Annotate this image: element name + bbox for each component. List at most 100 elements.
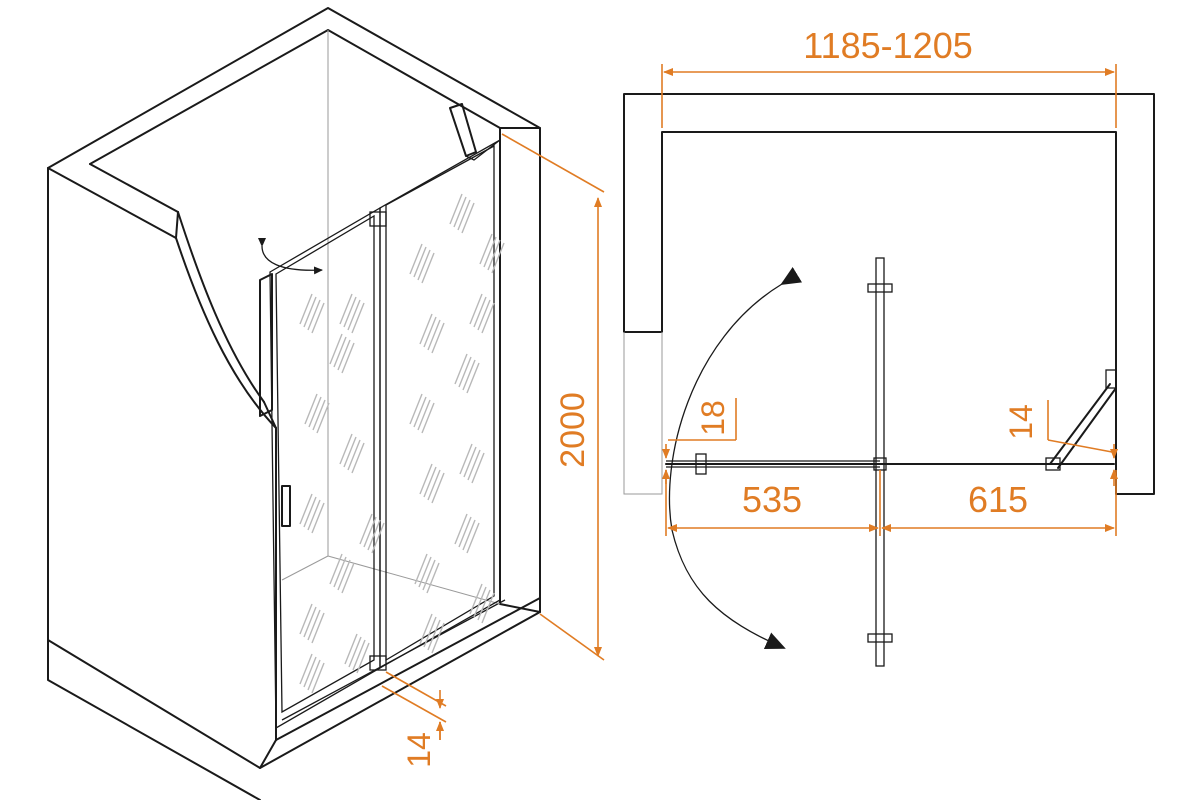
glass-streak xyxy=(477,299,491,331)
glass-streak xyxy=(462,359,476,391)
glass-streak xyxy=(367,519,381,551)
glass-streak xyxy=(303,296,317,328)
glass-streak xyxy=(352,639,366,671)
glass-streak xyxy=(341,342,355,374)
glass-streak xyxy=(311,612,325,644)
glass-streak xyxy=(491,242,505,274)
door-handle xyxy=(281,485,291,527)
glass-streak xyxy=(419,613,433,645)
glass-streak xyxy=(343,296,357,328)
glass-streak xyxy=(337,559,351,591)
glass-streak xyxy=(419,463,433,495)
glass-streak xyxy=(337,339,351,371)
glass-streak xyxy=(343,436,357,468)
glass-streak xyxy=(347,299,361,331)
glass-streak xyxy=(423,316,437,348)
door-glass-panel xyxy=(269,206,381,730)
glass-streak xyxy=(304,393,318,425)
glass-streak xyxy=(453,196,467,228)
plan-handle xyxy=(695,453,707,475)
glass-streak xyxy=(299,603,313,635)
glass-streak xyxy=(417,399,431,431)
glass-streak xyxy=(351,302,365,334)
glass-streak xyxy=(303,656,317,688)
glass-streak xyxy=(462,519,476,551)
glass-streak xyxy=(311,302,325,334)
glass-streak xyxy=(463,446,477,478)
top-hinge xyxy=(369,211,387,227)
glass-streak xyxy=(427,319,441,351)
wall-block-outline xyxy=(47,7,541,769)
glass-streak xyxy=(307,299,321,331)
glass-streak xyxy=(303,606,317,638)
glass-streak xyxy=(454,353,468,385)
glass-streak xyxy=(303,496,317,528)
bottom-dimensions: 535 615 xyxy=(665,470,1117,536)
glass-streak xyxy=(481,302,495,334)
glass-streak xyxy=(299,493,313,525)
glass-streak xyxy=(311,502,325,534)
glass-streak xyxy=(299,293,313,325)
glass-streak xyxy=(333,556,347,588)
glass-pattern xyxy=(299,193,505,694)
plan-door-open-position xyxy=(875,257,885,667)
plan-wall xyxy=(623,93,1155,495)
glass-streak xyxy=(458,356,472,388)
glass-streak xyxy=(299,653,313,685)
glass-streak xyxy=(473,586,487,618)
glass-streak xyxy=(329,333,343,365)
fixed-glass-panel xyxy=(379,138,501,670)
glass-streak xyxy=(371,522,385,554)
glass-streak xyxy=(307,609,321,641)
glass-streak xyxy=(483,236,497,268)
glass-streak xyxy=(339,293,353,325)
glass-streak xyxy=(469,293,483,325)
glass-streak xyxy=(457,199,471,231)
glass-streak xyxy=(418,556,432,588)
glass-streak xyxy=(469,583,483,615)
glass-streak xyxy=(351,442,365,474)
glass-streak xyxy=(341,562,355,594)
right-gap-label: 14 xyxy=(1003,404,1039,440)
door-part-label: 615 xyxy=(968,479,1028,520)
bottom-offset-label: 14 xyxy=(401,732,437,768)
shower-tray xyxy=(47,639,261,800)
glass-streak xyxy=(461,202,475,234)
height-label: 2000 xyxy=(554,392,592,468)
glass-streak xyxy=(413,396,427,428)
glass-streak xyxy=(347,439,361,471)
glass-streak xyxy=(339,433,353,465)
glass-streak xyxy=(363,516,377,548)
fixed-part-label: 535 xyxy=(742,479,802,520)
glass-streak xyxy=(467,449,481,481)
glass-streak xyxy=(479,233,493,265)
glass-streak xyxy=(333,336,347,368)
glass-streak xyxy=(466,522,480,554)
plan-swing-arc xyxy=(668,266,803,650)
glass-streak xyxy=(359,513,373,545)
right-gap-dimension: 14 xyxy=(1003,400,1118,486)
height-dimension: 2000 xyxy=(501,133,605,661)
glass-streak xyxy=(449,193,463,225)
glass-streak xyxy=(421,402,435,434)
stabilizer-bar xyxy=(449,103,477,157)
glass-streak xyxy=(431,472,445,504)
left-gap-label: 18 xyxy=(695,400,731,436)
glass-streak xyxy=(311,662,325,694)
glass-streak xyxy=(344,633,358,665)
glass-streak xyxy=(459,443,473,475)
glass-streak xyxy=(423,466,437,498)
glass-streak xyxy=(471,452,485,484)
glass-streak xyxy=(481,592,495,624)
glass-streak xyxy=(458,516,472,548)
glass-streak xyxy=(426,562,440,594)
bottom-hinge xyxy=(369,655,387,671)
top-width-label: 1185-1205 xyxy=(803,25,973,66)
glass-streak xyxy=(356,642,370,674)
plan-wall-lower-left xyxy=(623,332,663,495)
glass-streak xyxy=(431,622,445,654)
glass-streak xyxy=(454,513,468,545)
glass-streak xyxy=(431,322,445,354)
top-width-dimension: 1185-1205 xyxy=(661,25,1117,128)
